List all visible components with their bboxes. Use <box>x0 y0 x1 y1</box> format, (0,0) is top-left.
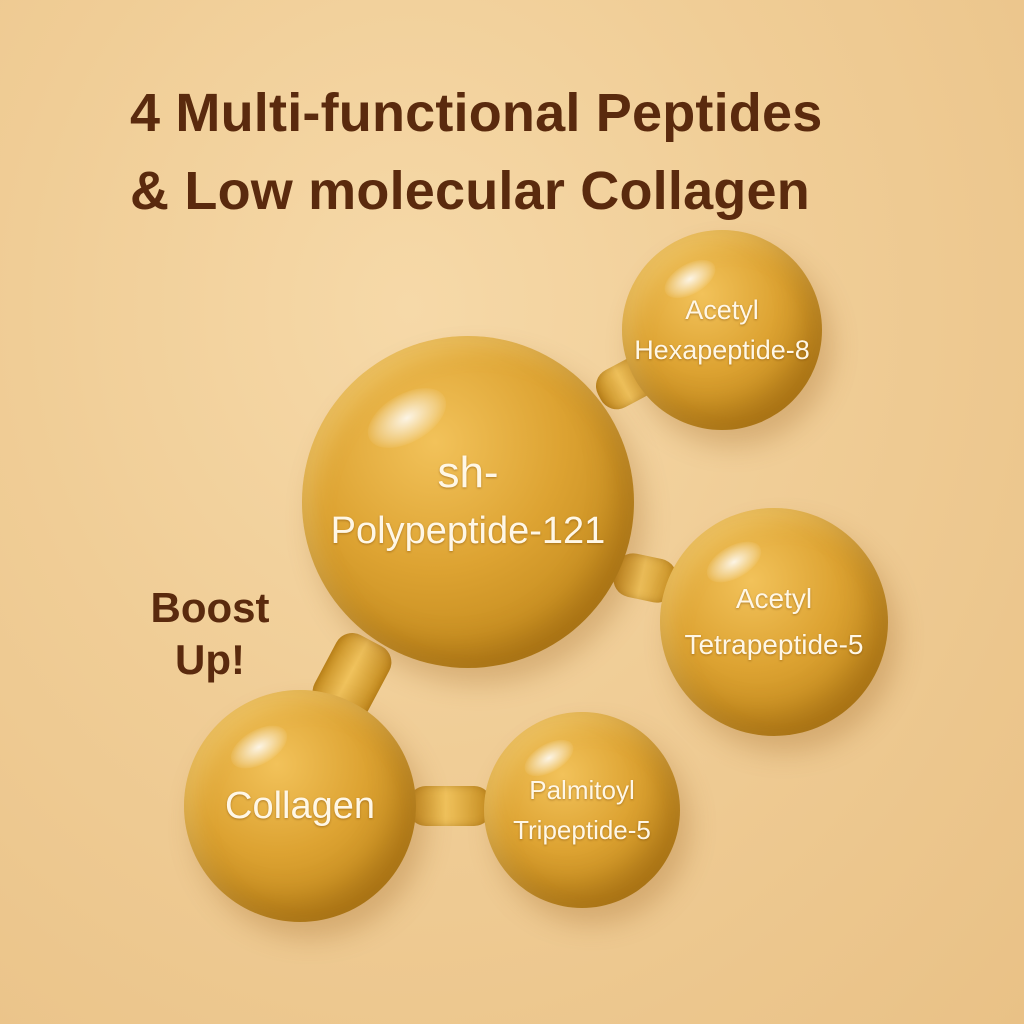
molecule-sh-polypeptide-121: sh- Polypeptide-121 <box>302 336 634 668</box>
molecule-collagen: Collagen <box>184 690 416 922</box>
molecule-label: Palmitoyl Tripeptide-5 <box>484 770 680 850</box>
headline: 4 Multi-functional Peptides & Low molecu… <box>130 74 990 230</box>
headline-line-2: & Low molecular Collagen <box>130 161 810 221</box>
molecule-acetyl-hexapeptide-8: Acetyl Hexapeptide-8 <box>622 230 822 430</box>
molecule-label-line-1: Palmitoyl <box>529 775 635 805</box>
molecule-acetyl-tetrapeptide-5: Acetyl Tetrapeptide-5 <box>660 508 888 736</box>
molecule-label-line-2: Tetrapeptide-5 <box>684 629 864 660</box>
boost-callout-line-1: Boost <box>150 584 270 631</box>
molecule-label: Collagen <box>184 783 416 829</box>
molecule-label: Acetyl Tetrapeptide-5 <box>660 576 888 668</box>
molecule-label: Acetyl Hexapeptide-8 <box>622 290 822 370</box>
boost-up-callout: Boost Up! <box>130 582 290 686</box>
molecule-label-line-2: Hexapeptide-8 <box>634 335 810 365</box>
molecule-label-line-1: Acetyl <box>685 295 759 325</box>
molecule-label-line-2: Tripeptide-5 <box>513 815 651 845</box>
boost-callout-line-2: Up! <box>175 636 245 683</box>
molecule-label-line-1: sh- <box>437 448 499 497</box>
molecule-label-line-2: Polypeptide-121 <box>330 510 606 552</box>
connector-collagen-to-palmitoyl <box>408 786 492 826</box>
molecule-label: sh- Polypeptide-121 <box>302 444 634 560</box>
headline-line-1: 4 Multi-functional Peptides <box>130 83 823 143</box>
molecule-label-line-1: Acetyl <box>735 583 813 614</box>
bubble-highlight <box>223 716 295 778</box>
molecule-palmitoyl-tripeptide-5: Palmitoyl Tripeptide-5 <box>484 712 680 908</box>
molecule-label-line-1: Collagen <box>225 785 375 827</box>
